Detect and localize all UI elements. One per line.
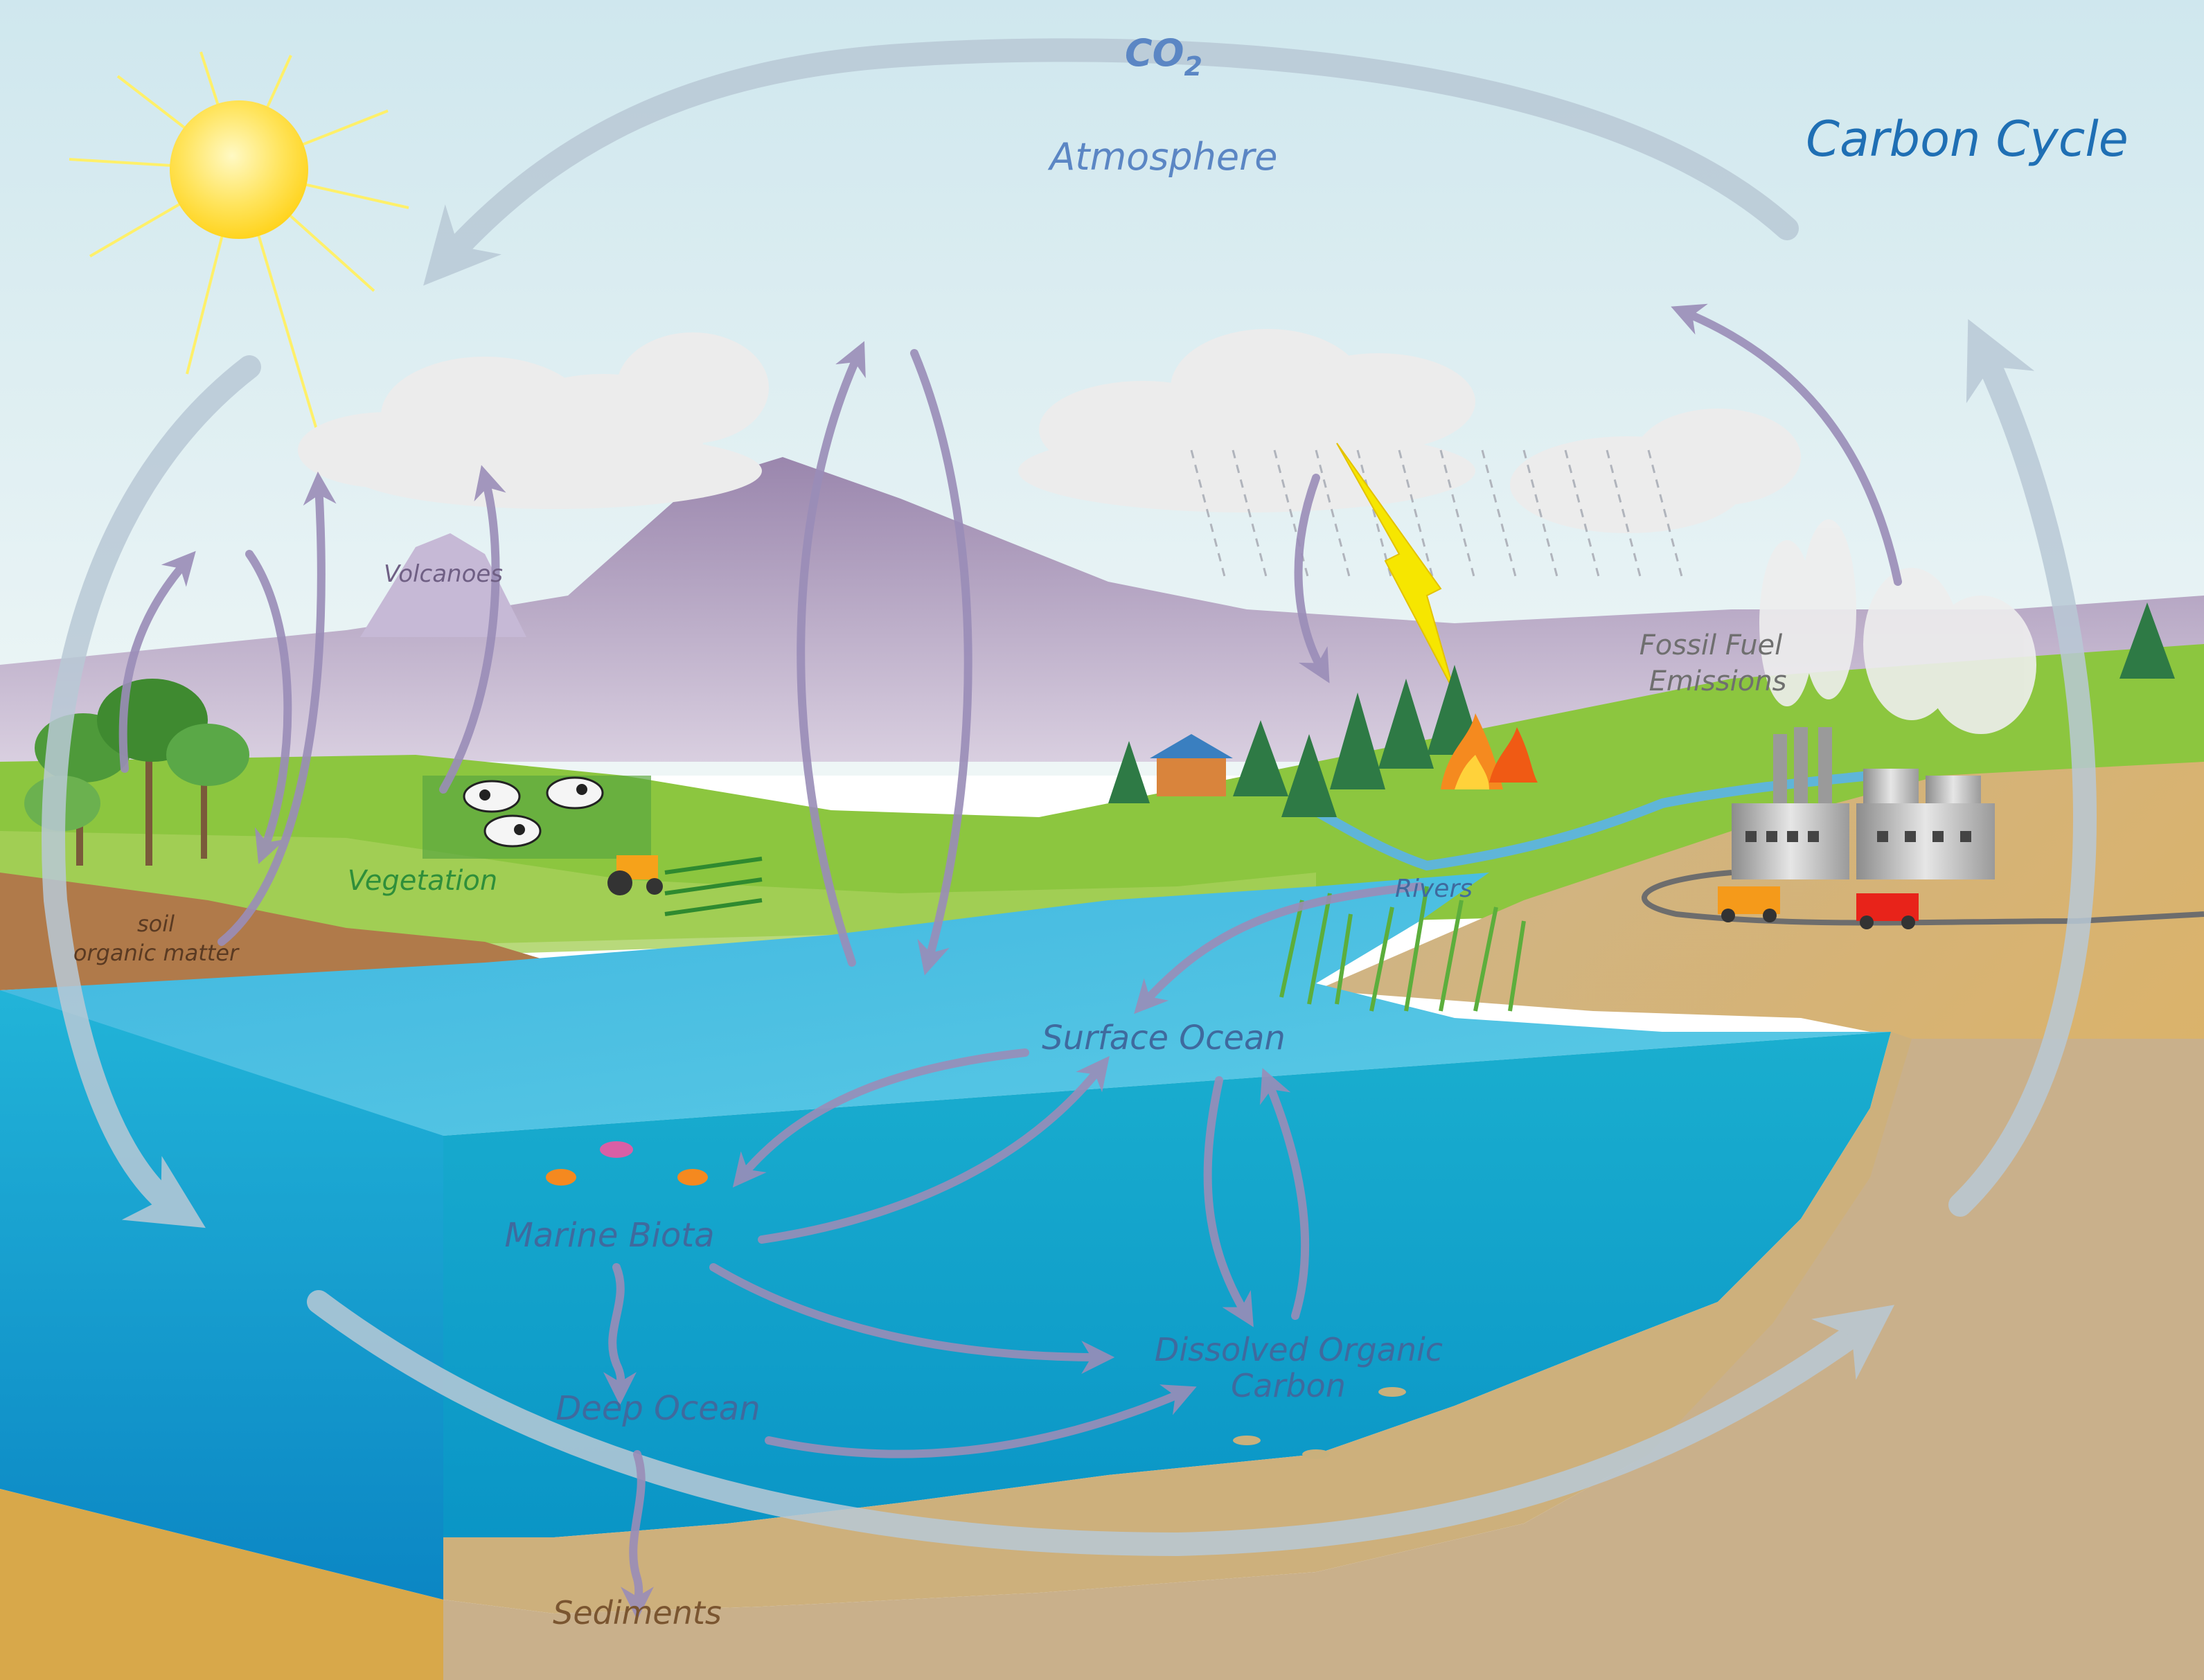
flux-arrows [118, 303, 1902, 1620]
diagram-title: Carbon Cycle [1806, 111, 2129, 168]
dissolved-label-line2: Carbon [1231, 1367, 1346, 1404]
tractor-icon [607, 855, 663, 895]
soil-label-line1: soil [137, 911, 175, 937]
flux-deep-doc [765, 1384, 1197, 1458]
marine-biota-label: Marine Biota [505, 1216, 715, 1255]
vegetation-label: Vegetation [348, 865, 497, 897]
co2-prefix: CO [1125, 31, 1184, 75]
seafloor-sediment [443, 1032, 1912, 1614]
cycle-arrow-top [423, 38, 1799, 286]
crops [664, 857, 763, 916]
cloud-icon [298, 329, 1801, 533]
flux-down-soil [245, 550, 292, 864]
sediment-front [0, 1489, 443, 1680]
flux-deep-sediments [621, 1450, 655, 1620]
sun-icon [69, 51, 409, 437]
flux-biota-surface [758, 1055, 1110, 1244]
flux-atm-ocean [910, 349, 972, 976]
reeds [1279, 886, 1526, 1012]
ocean-surface [0, 873, 1891, 1136]
fish-icon [546, 1141, 1406, 1459]
volcanoes-label: Volcanoes [384, 560, 503, 588]
flux-biota-deep [603, 1263, 637, 1406]
co2-label: CO2 [1125, 31, 1202, 82]
soil-label-line2: organic matter [73, 940, 240, 966]
flux-rain [1294, 474, 1330, 683]
flux-soil-atm [217, 471, 337, 946]
cycle-arrow-right [1948, 319, 2097, 1217]
flux-rivers-surface [1134, 882, 1424, 1015]
flux-surface-biota [732, 1048, 1029, 1188]
house-icon [1150, 734, 1233, 796]
river [1299, 771, 1871, 871]
far-mountains [0, 457, 2204, 762]
cycle-arrows [42, 38, 2097, 1557]
fossil-fuel-label-line1: Fossil Fuel [1639, 629, 1783, 661]
factory-icon [1732, 519, 2036, 879]
flux-fossil [1671, 303, 1902, 586]
flux-surface-doc [1203, 1076, 1254, 1328]
ocean-body [443, 1032, 1891, 1537]
cycle-arrow-left [42, 355, 261, 1228]
flux-biota-doc [709, 1263, 1115, 1374]
fire-icon [1441, 713, 1538, 789]
flux-ocean-up [797, 341, 866, 967]
soil-label: soil organic matter [73, 911, 240, 966]
co2-subscript: 2 [1184, 51, 1202, 82]
rivers-label: Rivers [1395, 875, 1473, 903]
volcano-icon [360, 533, 526, 637]
surface-ocean-label: Surface Ocean [1042, 1019, 1286, 1057]
soil [0, 873, 554, 990]
dissolved-label-line1: Dissolved Organic [1155, 1331, 1443, 1368]
rain [1190, 449, 1685, 582]
cow-icon [423, 776, 651, 859]
sediments-label: Sediments [553, 1594, 722, 1632]
flux-doc-surface [1259, 1068, 1310, 1320]
flux-soil-up [118, 551, 196, 773]
truck-icon [1718, 886, 1919, 929]
deep-ocean-label: Deep Ocean [556, 1389, 760, 1428]
sediment-base [443, 1039, 2204, 1680]
cycle-arrow-bottom [307, 1290, 1895, 1557]
atmosphere-label: Atmosphere [1047, 135, 1277, 179]
flux-veg-atm [439, 465, 506, 794]
fossil-fuel-label-line2: Emissions [1649, 665, 1787, 697]
